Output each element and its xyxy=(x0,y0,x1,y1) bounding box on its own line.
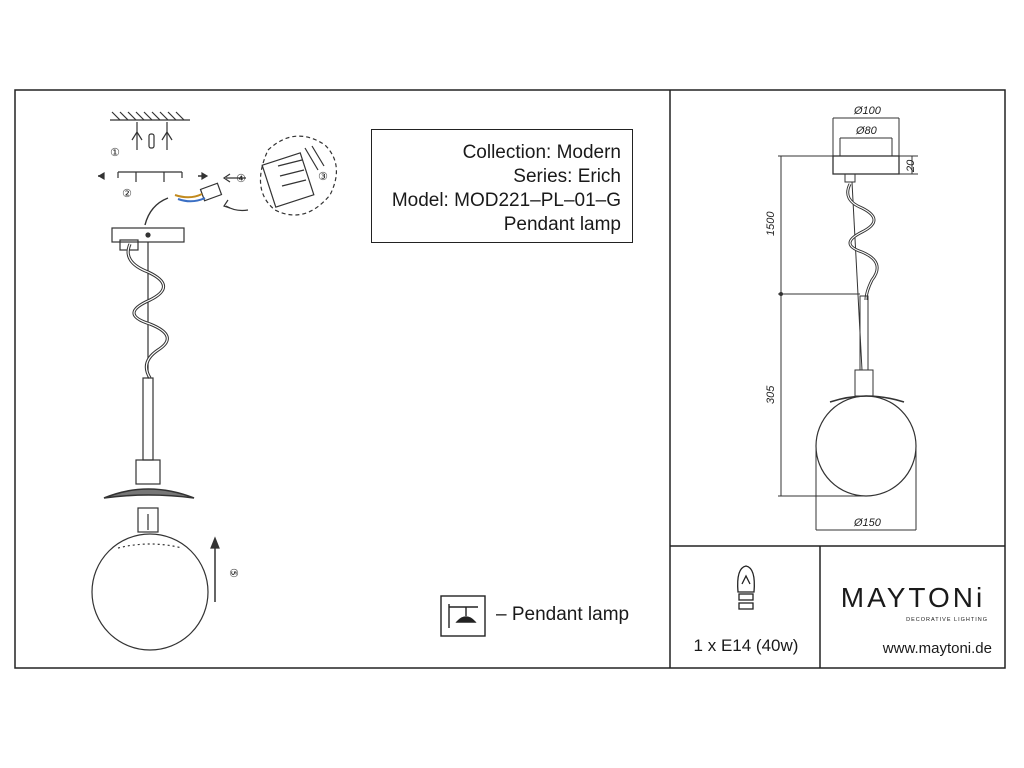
lamp-stem xyxy=(142,377,154,461)
bulb-spec: 1 x E14 (40w) xyxy=(693,636,799,655)
dim-shade-diameter: Ø150 xyxy=(853,517,882,529)
step-2: ② xyxy=(122,187,132,200)
supply-wire xyxy=(144,197,169,226)
collection-label: Collection: Modern xyxy=(462,142,621,163)
type-label: Pendant lamp xyxy=(503,214,621,235)
pendant-lamp-icon xyxy=(440,595,486,637)
lamp-holder xyxy=(135,459,161,485)
ceiling xyxy=(110,111,190,150)
dim-canopy-height: 20 xyxy=(905,159,917,173)
dim-globe xyxy=(815,395,917,497)
installation-drawing xyxy=(91,111,337,651)
legend-label: – Pendant lamp xyxy=(496,604,630,625)
dim-canopy-inner: Ø80 xyxy=(855,125,878,137)
step-1: ① xyxy=(110,146,120,159)
mounting-bracket xyxy=(97,171,209,182)
shade-dish xyxy=(103,488,195,499)
connection-detail xyxy=(223,135,337,216)
dim-canopy-outer: Ø100 xyxy=(853,105,882,117)
product-info-box: Collection: Modern Series: Erich Model: … xyxy=(371,129,633,243)
dim-lamp-height: 305 xyxy=(765,385,777,404)
frame xyxy=(14,89,1006,669)
step-4: ④ xyxy=(236,172,246,185)
brand-tagline: DECORATIVE LIGHTING xyxy=(906,617,988,623)
brand-logo: MAYTONi xyxy=(840,582,986,613)
series-label: Series: Erich xyxy=(513,166,621,187)
glass-globe xyxy=(91,533,209,651)
terminal-block xyxy=(174,173,246,203)
model-label: Model: MOD221–PL–01–G xyxy=(391,190,621,211)
dimension-drawing xyxy=(778,117,918,531)
bulb-icon xyxy=(737,565,755,610)
step-5: ⑤ xyxy=(227,568,240,578)
website-link[interactable]: www.maytoni.de xyxy=(882,640,992,657)
dim-canopy xyxy=(832,155,900,175)
step-3: ③ xyxy=(318,170,328,183)
dim-cable-length: 1500 xyxy=(765,211,777,236)
